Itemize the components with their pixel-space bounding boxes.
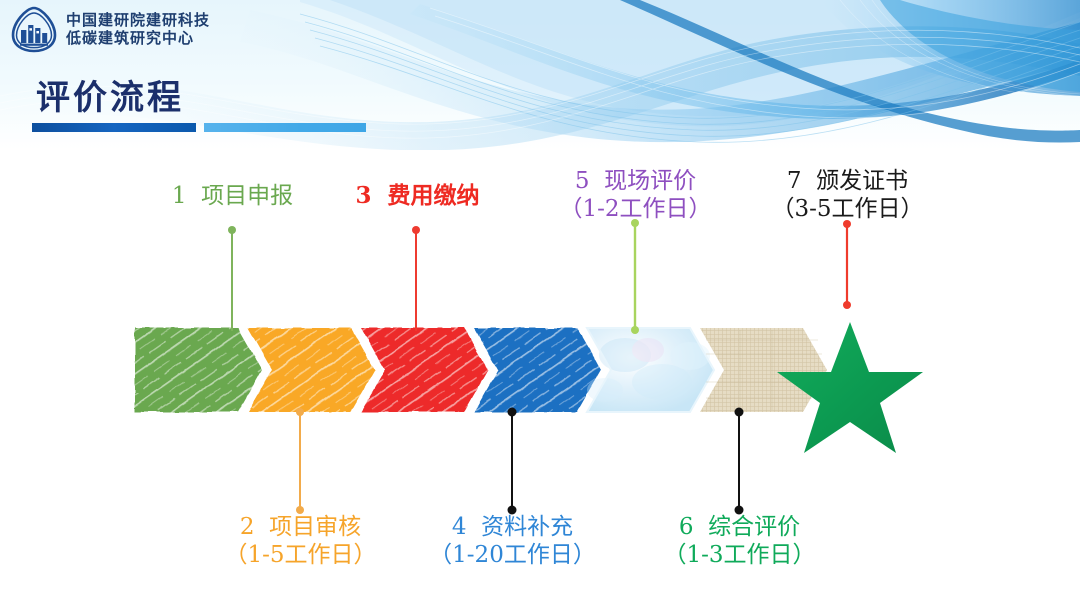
chevron-step-1 [135, 328, 262, 412]
step-4-name: 资料补充 [481, 514, 574, 540]
step-4-number: 4 [451, 514, 467, 540]
step-6-duration: （1-3工作日） [663, 542, 816, 569]
step-label-2: 2 项目审核 （1-5工作日） [163, 513, 438, 569]
step-label-4: 4 资料补充 （1-20工作日） [375, 513, 650, 569]
chevron-step-6 [700, 328, 827, 412]
step-6-number: 6 [678, 514, 694, 540]
step-1-name: 项目申报 [201, 183, 294, 209]
header-wave-graphic [0, 0, 1080, 150]
step-7-number: 7 [786, 168, 802, 194]
step-2-duration: （1-5工作日） [224, 542, 377, 569]
step-3-number: 3 [355, 182, 372, 209]
step-label-5: 5 现场评价 （1-2工作日） [498, 167, 773, 223]
chevron-step-5 [585, 327, 716, 413]
brand-logo: 中国建研院建研科技 低碳建筑研究中心 [8, 4, 210, 56]
step-label-1: 1 项目申报 [95, 182, 370, 210]
step-label-3: 3 费用缴纳 [280, 182, 555, 210]
chevron-step-3 [361, 328, 488, 412]
step-5-name: 现场评价 [604, 168, 697, 194]
step-1-number: 1 [171, 183, 187, 209]
step-2-number: 2 [239, 514, 255, 540]
green-star-icon [777, 322, 923, 453]
title-rule-light [204, 123, 366, 132]
chevron-step-2 [248, 328, 375, 412]
step-7-name: 颁发证书 [816, 168, 909, 194]
step-4-duration: （1-20工作日） [429, 542, 596, 569]
chevron-step-4 [474, 328, 601, 412]
step-label-6: 6 综合评价 （1-3工作日） [602, 513, 877, 569]
step-5-duration: （1-2工作日） [559, 196, 712, 223]
brand-line-2: 低碳建筑研究中心 [66, 29, 195, 47]
step-3-name: 费用缴纳 [387, 182, 480, 209]
step-2-name: 项目审核 [269, 514, 362, 540]
institute-logo-icon [11, 6, 57, 53]
step-5-number: 5 [574, 168, 590, 194]
title-rule-dark [32, 123, 196, 132]
step-7-duration: （3-5工作日） [771, 196, 924, 223]
step-label-7: 7 颁发证书 （3-5工作日） [710, 167, 985, 223]
page-title: 评价流程 [36, 78, 184, 118]
brand-line-1: 中国建研院建研科技 [66, 11, 211, 30]
step-6-name: 综合评价 [708, 514, 801, 540]
process-flow-diagram [0, 150, 1080, 599]
